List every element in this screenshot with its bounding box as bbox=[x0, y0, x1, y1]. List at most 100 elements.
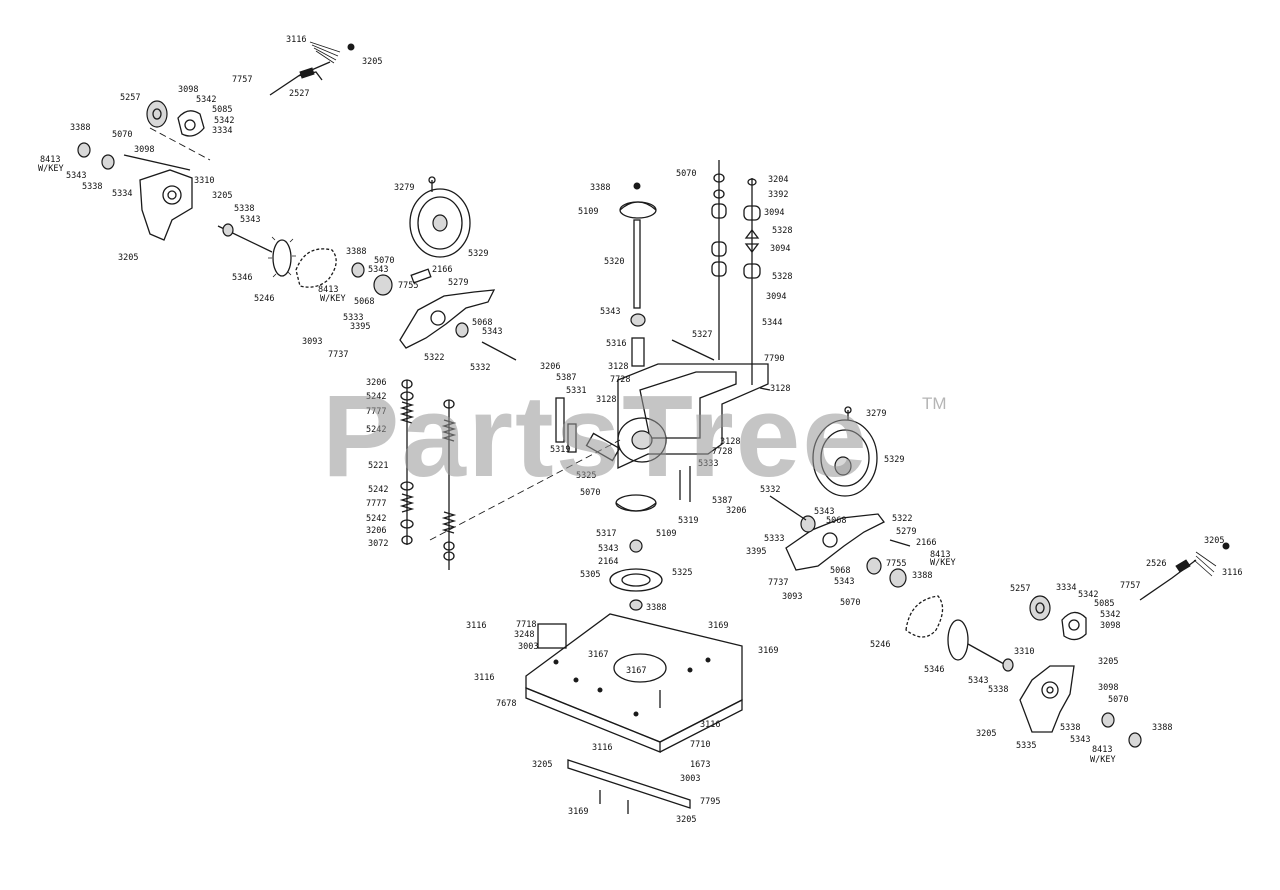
callout-label: 3167 bbox=[588, 650, 608, 660]
callout-label: 3388 bbox=[912, 571, 932, 581]
callout-label: 8413 bbox=[1092, 745, 1112, 755]
callout-label: 5344 bbox=[762, 318, 782, 328]
callout-label: 3116 bbox=[1222, 568, 1242, 578]
callout-label: 3098 bbox=[178, 85, 198, 95]
callout-label: 5242 bbox=[366, 514, 386, 524]
callout-label: 5242 bbox=[368, 485, 388, 495]
callout-label: W/KEY bbox=[320, 294, 346, 304]
callout-label: 5070 bbox=[374, 256, 394, 266]
callout-label: 5329 bbox=[468, 249, 488, 259]
callout-label: W/KEY bbox=[38, 164, 64, 174]
callout-label: 3098 bbox=[1100, 621, 1120, 631]
callout-label: 7777 bbox=[366, 499, 386, 509]
chain-5246-lower bbox=[905, 595, 944, 638]
callout-label: 5068 bbox=[830, 566, 850, 576]
sprocket-5346-lower bbox=[947, 619, 1014, 672]
callout-label: 7737 bbox=[328, 350, 348, 360]
callout-label: 3094 bbox=[766, 292, 786, 302]
callout-label: 7757 bbox=[232, 75, 252, 85]
callout-label: 5332 bbox=[760, 485, 780, 495]
shaft-5320 bbox=[619, 182, 657, 367]
callout-label: 5070 bbox=[676, 169, 696, 179]
callout-label: 3248 bbox=[514, 630, 534, 640]
callout-label: 3169 bbox=[568, 807, 588, 817]
callout-label: 5343 bbox=[482, 327, 502, 337]
callout-label: 5316 bbox=[606, 339, 626, 349]
callout-label: 2526 bbox=[1146, 559, 1166, 569]
callout-label: 3205 bbox=[532, 760, 552, 770]
rod-5327 bbox=[671, 339, 715, 361]
callout-label: 5257 bbox=[120, 93, 140, 103]
callout-label: 5342 bbox=[196, 95, 216, 105]
right-middle-assembly bbox=[769, 406, 1014, 672]
callout-label: 5335 bbox=[1016, 741, 1036, 751]
callout-label: 5327 bbox=[692, 330, 712, 340]
arm-5322-lower bbox=[769, 495, 911, 588]
callout-label: 5334 bbox=[112, 189, 132, 199]
callout-label: 5333 bbox=[343, 313, 363, 323]
callout-label: 3003 bbox=[680, 774, 700, 784]
callout-label: 7678 bbox=[496, 699, 516, 709]
callout-label: 5343 bbox=[814, 507, 834, 517]
callout-label: 3093 bbox=[302, 337, 322, 347]
callout-label: 5070 bbox=[840, 598, 860, 608]
callout-label: 5242 bbox=[366, 425, 386, 435]
callout-label: 5242 bbox=[366, 392, 386, 402]
callout-label: 5338 bbox=[988, 685, 1008, 695]
callout-label: 2164 bbox=[598, 557, 618, 567]
callout-label: 3128 bbox=[596, 395, 616, 405]
callout-label: 3094 bbox=[764, 208, 784, 218]
callout-label: 3334 bbox=[212, 126, 232, 136]
pulley-5257-right bbox=[1029, 595, 1051, 621]
callout-label: 5338 bbox=[1060, 723, 1080, 733]
gearbox-frame bbox=[555, 363, 771, 502]
callout-label: 3205 bbox=[1098, 657, 1118, 667]
lower-pulleys bbox=[609, 494, 663, 611]
callout-label: 3093 bbox=[782, 592, 802, 602]
callout-label: 3395 bbox=[746, 547, 766, 557]
callout-label: 5325 bbox=[576, 471, 596, 481]
callout-label: 7728 bbox=[712, 447, 732, 457]
spring-fan-right bbox=[1139, 542, 1230, 601]
callout-label: 3116 bbox=[700, 720, 720, 730]
callout-label: 5070 bbox=[112, 130, 132, 140]
callout-labels: 3116 3205 7757 2527 5257 3098 5342 5085 … bbox=[38, 35, 1242, 825]
callout-label: 3116 bbox=[474, 673, 494, 683]
callout-label: 3392 bbox=[768, 190, 788, 200]
base-plate-7678 bbox=[525, 613, 743, 814]
callout-label: 5068 bbox=[826, 516, 846, 526]
callout-label: 5342 bbox=[214, 116, 234, 126]
callout-label: 5333 bbox=[764, 534, 784, 544]
pulley-5257 bbox=[146, 100, 168, 128]
callout-label: 5343 bbox=[598, 544, 618, 554]
callout-label: 5343 bbox=[66, 171, 86, 181]
callout-label: 3205 bbox=[976, 729, 996, 739]
callout-label: 3169 bbox=[758, 646, 778, 656]
callout-label: 5343 bbox=[1070, 735, 1090, 745]
callout-label: 8413 bbox=[318, 285, 338, 295]
callout-label: 5328 bbox=[772, 272, 792, 282]
callout-label: 7795 bbox=[700, 797, 720, 807]
callout-label: 3094 bbox=[770, 244, 790, 254]
bearing-8413 bbox=[77, 142, 115, 170]
spring-fan-top bbox=[269, 41, 355, 96]
callout-label: 5387 bbox=[556, 373, 576, 383]
callout-label: 1673 bbox=[690, 760, 710, 770]
callout-label: 5068 bbox=[472, 318, 492, 328]
callout-label: 5342 bbox=[1078, 590, 1098, 600]
callout-label: 3169 bbox=[708, 621, 728, 631]
callout-label: 3334 bbox=[1056, 583, 1076, 593]
callout-label: 3310 bbox=[1014, 647, 1034, 657]
callout-label: W/KEY bbox=[1090, 755, 1116, 765]
callout-label: 5343 bbox=[968, 676, 988, 686]
callout-label: 5085 bbox=[1094, 599, 1114, 609]
callout-label: 5332 bbox=[470, 363, 490, 373]
callout-label: 5246 bbox=[254, 294, 274, 304]
center-line bbox=[429, 439, 621, 541]
callout-label: 5317 bbox=[596, 529, 616, 539]
callout-label: 5325 bbox=[672, 568, 692, 578]
callout-label: 3279 bbox=[866, 409, 886, 419]
callout-label: 5343 bbox=[834, 577, 854, 587]
spring-stacks-5242 bbox=[399, 379, 457, 570]
